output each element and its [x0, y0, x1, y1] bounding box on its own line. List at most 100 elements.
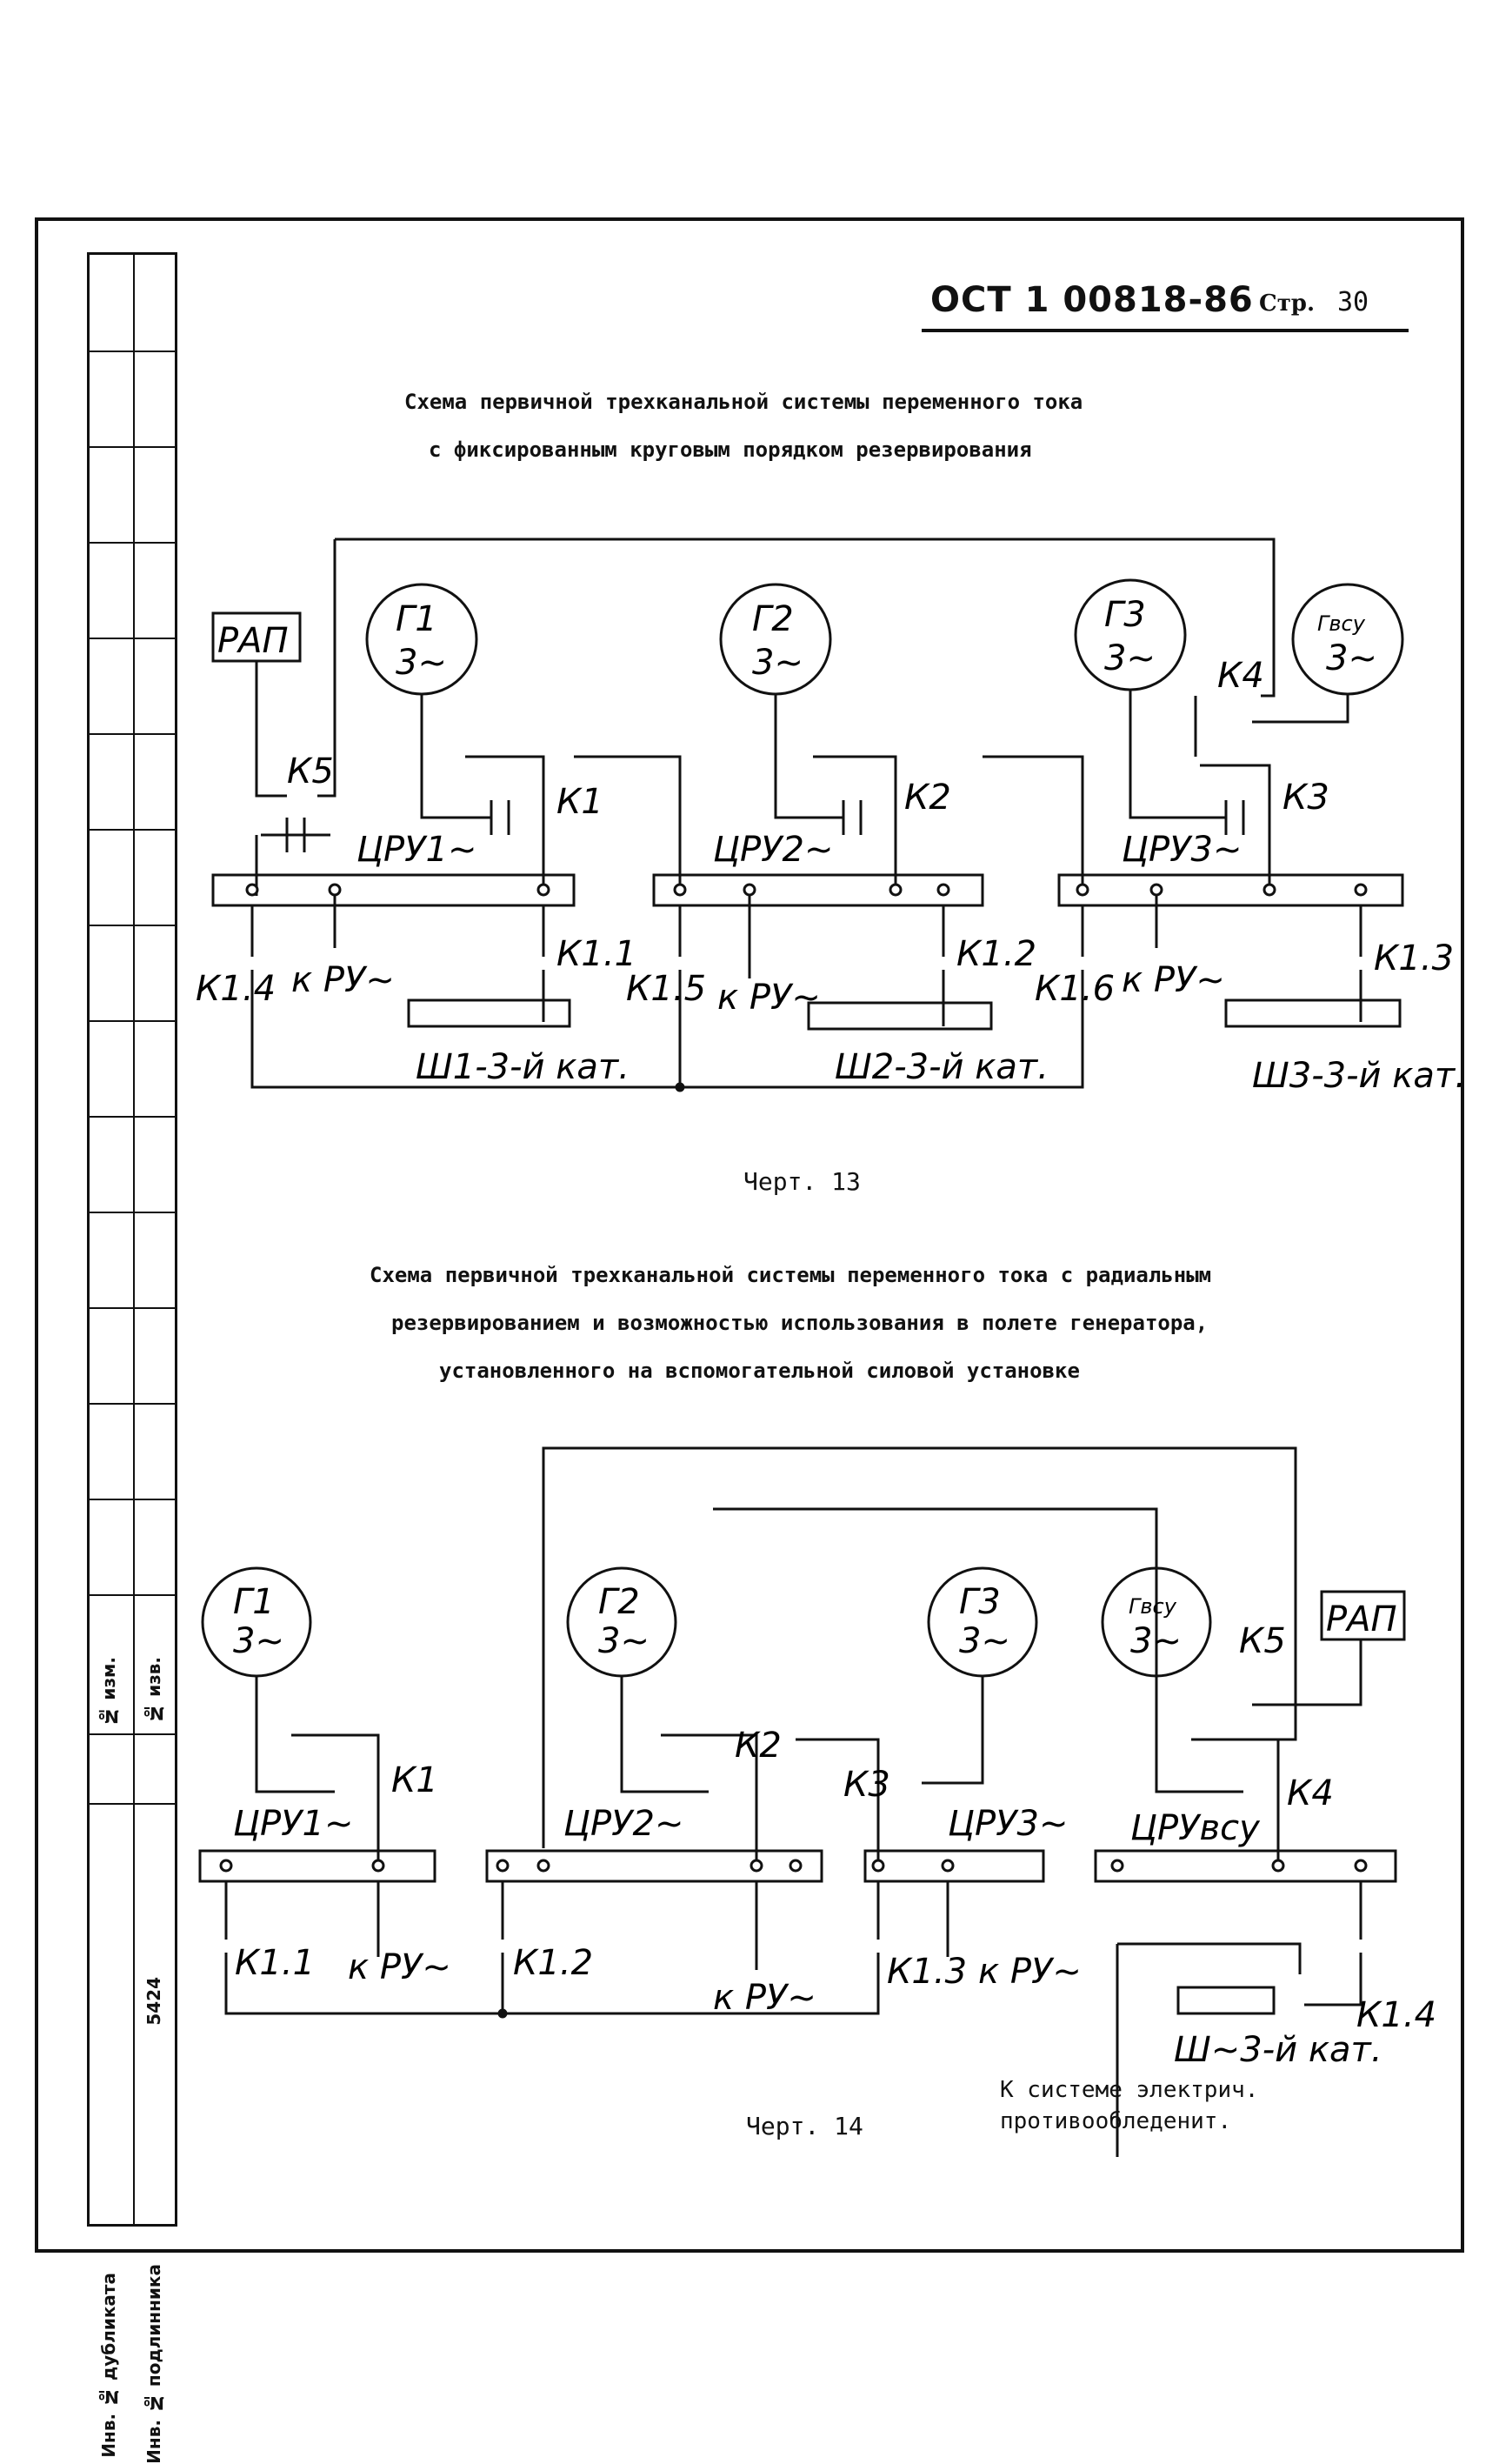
g1-k1-wire — [255, 1676, 380, 1866]
k14-label-2: К1.4 — [1356, 1995, 1436, 2035]
deicing-note-line1: К системе электрич. — [1000, 2077, 1259, 2103]
cru3-bus-2 — [863, 1849, 1045, 1883]
k2-label: К2 — [904, 778, 951, 818]
gvsu-phase: 3~ — [1326, 638, 1377, 678]
k1-label-2: К1 — [391, 1760, 438, 1800]
sh2-bus — [807, 1001, 993, 1031]
figure-14-label: Черт. 14 — [746, 2112, 863, 2140]
bottom-tie-line — [250, 905, 1084, 1089]
sh-bus-2 — [1176, 1986, 1276, 2015]
g3-wire — [1129, 690, 1226, 819]
k15-label: К1.5 — [626, 969, 706, 1009]
k16-label: К1.6 — [1035, 969, 1115, 1009]
k5-symbol — [285, 818, 306, 852]
g2-wire — [774, 694, 843, 819]
gvsu-phase-2: 3~ — [1130, 1621, 1182, 1661]
stamp-divider — [133, 255, 135, 2224]
k14-label: К1.4 — [196, 969, 276, 1009]
gvsu-label-2: Гвсу — [1129, 1594, 1177, 1619]
k5-top-wire — [317, 539, 336, 798]
rap-box-2 — [1320, 1590, 1406, 1641]
kru3-label: к РУ~ — [1122, 960, 1225, 1000]
g3-label-2: Г3 — [959, 1582, 1001, 1622]
cru2-bus — [652, 873, 984, 907]
sh2-label: Ш2-3-й кат. — [835, 1047, 1049, 1087]
deicing-note: К системе электрич. противообледенит. — [1000, 2074, 1258, 2137]
k4-label-2: К4 — [1287, 1773, 1334, 1813]
g2-k2-wire — [620, 1676, 758, 1866]
scheme1-title-line2: с фиксированным круговым порядком резерв… — [429, 437, 1032, 462]
sh1-bus — [407, 998, 571, 1028]
k1-symbol — [490, 800, 510, 835]
revision-stamp-column: № изм. № изв. 5424 Инв. № дубликата Инв.… — [87, 252, 177, 2464]
apu-wire — [1252, 694, 1349, 724]
scheme2-title-line2: резервированием и возможностью использов… — [391, 1311, 1209, 1335]
k13-label-2: К1.3 — [887, 1952, 967, 1992]
document-header: ОСТ 1 00818-86 Стр. 30 — [922, 280, 1409, 332]
k11-label-2: К1.1 — [235, 1943, 315, 1983]
cru2-label-2: ЦРУ2~ — [563, 1804, 684, 1844]
gvsu-label: Гвсу — [1317, 611, 1366, 636]
kru2-label: к РУ~ — [717, 978, 821, 1018]
k1-wire — [465, 755, 545, 891]
k13-label: К1.3 — [1374, 938, 1454, 978]
gvsu-k4-wire — [1155, 1676, 1280, 1866]
cru1-bus — [211, 873, 576, 907]
sh3-label: Ш3-3-й кат. — [1252, 1056, 1466, 1096]
cru2-label: ЦРУ2~ — [713, 830, 834, 870]
cru3-bus — [1057, 873, 1404, 907]
k3-label-2: К3 — [843, 1765, 890, 1805]
cru1-label-2: ЦРУ1~ — [233, 1804, 354, 1844]
g2-phase: 3~ — [752, 643, 803, 683]
figure-13-label: Черт. 13 — [743, 1167, 861, 1196]
k3-label: К3 — [1282, 778, 1329, 818]
cruvsu-bus-2 — [1094, 1849, 1397, 1883]
scheme2-nodes — [219, 1859, 1368, 1873]
k1-label: К1 — [556, 782, 603, 822]
g2-label-2: Г2 — [598, 1582, 640, 1622]
inner-reserve-line — [713, 1507, 1158, 1726]
scheme1-labels: РАП Г1 3~ Г2 3~ Г3 3~ Гвсу 3~ К5 К1 К2 К… — [196, 595, 1466, 1096]
k5-label-2: К5 — [1239, 1621, 1286, 1661]
g3-k3-wire — [796, 1676, 984, 1866]
k2-symbol — [842, 800, 863, 835]
cru3-label: ЦРУ3~ — [1122, 830, 1243, 870]
g2-phase-2: 3~ — [598, 1621, 650, 1661]
g3-label: Г3 — [1104, 595, 1146, 635]
g1-phase-2: 3~ — [233, 1621, 284, 1661]
k12-label: К1.2 — [956, 934, 1036, 974]
page-number: 30 — [1337, 287, 1369, 317]
scheme1-nodes — [245, 883, 1368, 897]
g1-label: Г1 — [396, 599, 437, 639]
document-code: ОСТ 1 00818-86 — [930, 280, 1254, 320]
rap-label-1: РАП — [217, 621, 289, 661]
scheme1-title-line1: Схема первичной трехканальной системы пе… — [404, 390, 1083, 414]
duplicate-inventory-label: Инв. № дубликата — [98, 2273, 119, 2458]
kru1-label-2: к РУ~ — [348, 1947, 451, 1987]
sh1-label: Ш1-3-й кат. — [416, 1047, 630, 1087]
rap-wire — [255, 661, 287, 798]
scheme1-diagram — [211, 538, 1404, 1092]
g2-label: Г2 — [752, 599, 794, 639]
k2-wire — [813, 755, 897, 891]
original-inventory-label: Инв. № подлинника — [143, 2264, 164, 2464]
rap-label-2: РАП — [1326, 1599, 1397, 1639]
k3-wire — [1200, 764, 1271, 891]
cruvsu-label-2: ЦРУвсу — [1130, 1808, 1261, 1848]
rap-k5-wire — [1252, 1639, 1362, 1706]
sh-label-2: Ш~3-й кат. — [1174, 2030, 1382, 2070]
kru2-label-2: к РУ~ — [713, 1978, 816, 2018]
kru1-label: к РУ~ — [291, 960, 395, 1000]
g1-wire — [420, 694, 491, 819]
cru2-bus-2 — [485, 1849, 823, 1883]
k3-symbol — [1224, 800, 1245, 835]
g1-phase: 3~ — [396, 643, 447, 683]
k12-label-2: К1.2 — [513, 1943, 593, 1983]
deicing-note-line2: противообледенит. — [1000, 2108, 1232, 2134]
cru3-label-2: ЦРУ3~ — [948, 1804, 1069, 1844]
g3-phase: 3~ — [1104, 638, 1156, 678]
k4-label: К4 — [1217, 656, 1264, 696]
scheme2-title-line1: Схема первичной трехканальной системы пе… — [370, 1263, 1212, 1287]
bottom-tie-2 — [224, 1881, 880, 2015]
scheme2-diagram — [198, 1446, 1406, 2157]
